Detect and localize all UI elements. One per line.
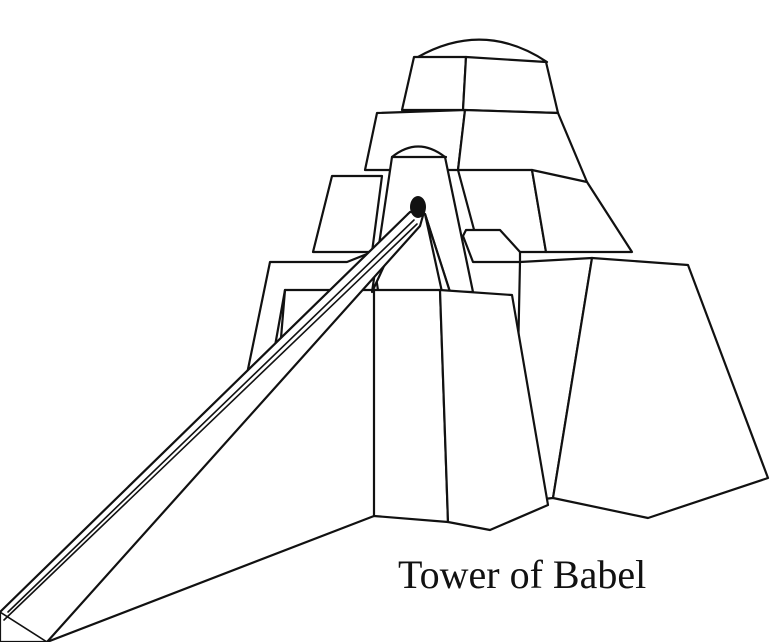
base-line <box>45 514 376 642</box>
block-front <box>372 288 550 532</box>
ramp-opening <box>410 196 426 218</box>
right-step <box>461 228 522 264</box>
ramp <box>0 210 426 642</box>
block-right <box>513 256 770 520</box>
caption-text: Tower of Babel <box>398 552 647 597</box>
tier-top <box>400 55 560 115</box>
